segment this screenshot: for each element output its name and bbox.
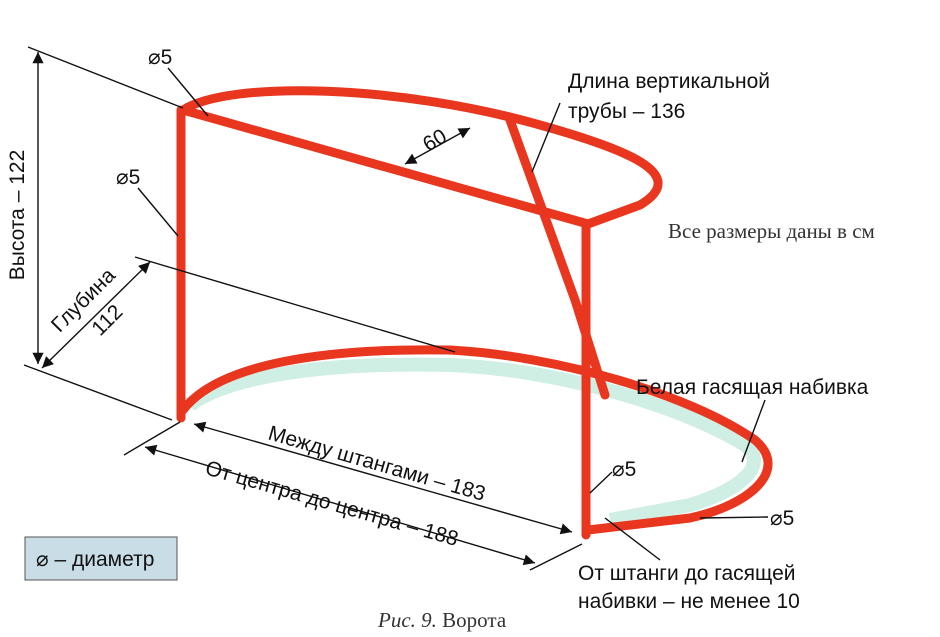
- figure-caption: Рис. 9. Ворота: [377, 608, 507, 632]
- height-label: Высота – 122: [6, 150, 29, 281]
- caption-prefix: Рис. 9.: [377, 608, 437, 632]
- depth-60-label: 60: [419, 125, 451, 157]
- right-post-diameter-label: ⌀5: [612, 458, 636, 481]
- crossbar: [178, 105, 593, 229]
- white-padding: [185, 357, 761, 527]
- legend-text: ⌀ – диаметр: [36, 548, 154, 571]
- legend-box: [24, 536, 178, 581]
- vertical-tube-label-2: трубы – 136: [568, 100, 685, 123]
- base-diameter-label: ⌀5: [770, 507, 794, 530]
- caption-title: Ворота: [442, 608, 507, 632]
- vertical-tube-label-1: Длина вертикальной: [568, 70, 770, 93]
- post-diameter-label: ⌀5: [116, 166, 140, 189]
- depth-arrow: [41, 261, 151, 369]
- top-diameter-label: ⌀5: [148, 46, 172, 69]
- center-to-center-arrow: [144, 444, 536, 566]
- depth-60-arrow: [404, 127, 471, 165]
- post-to-padding-label-1: От штанги до гасящей: [578, 562, 796, 585]
- units-note: Все размеры даны в см: [668, 219, 875, 243]
- white-padding-label: Белая гасящая набивка: [636, 376, 869, 399]
- top-hoop: [178, 86, 663, 229]
- diagonal-brace: [505, 115, 610, 400]
- post-to-padding-label-2: набивки – не менее 10: [578, 590, 800, 613]
